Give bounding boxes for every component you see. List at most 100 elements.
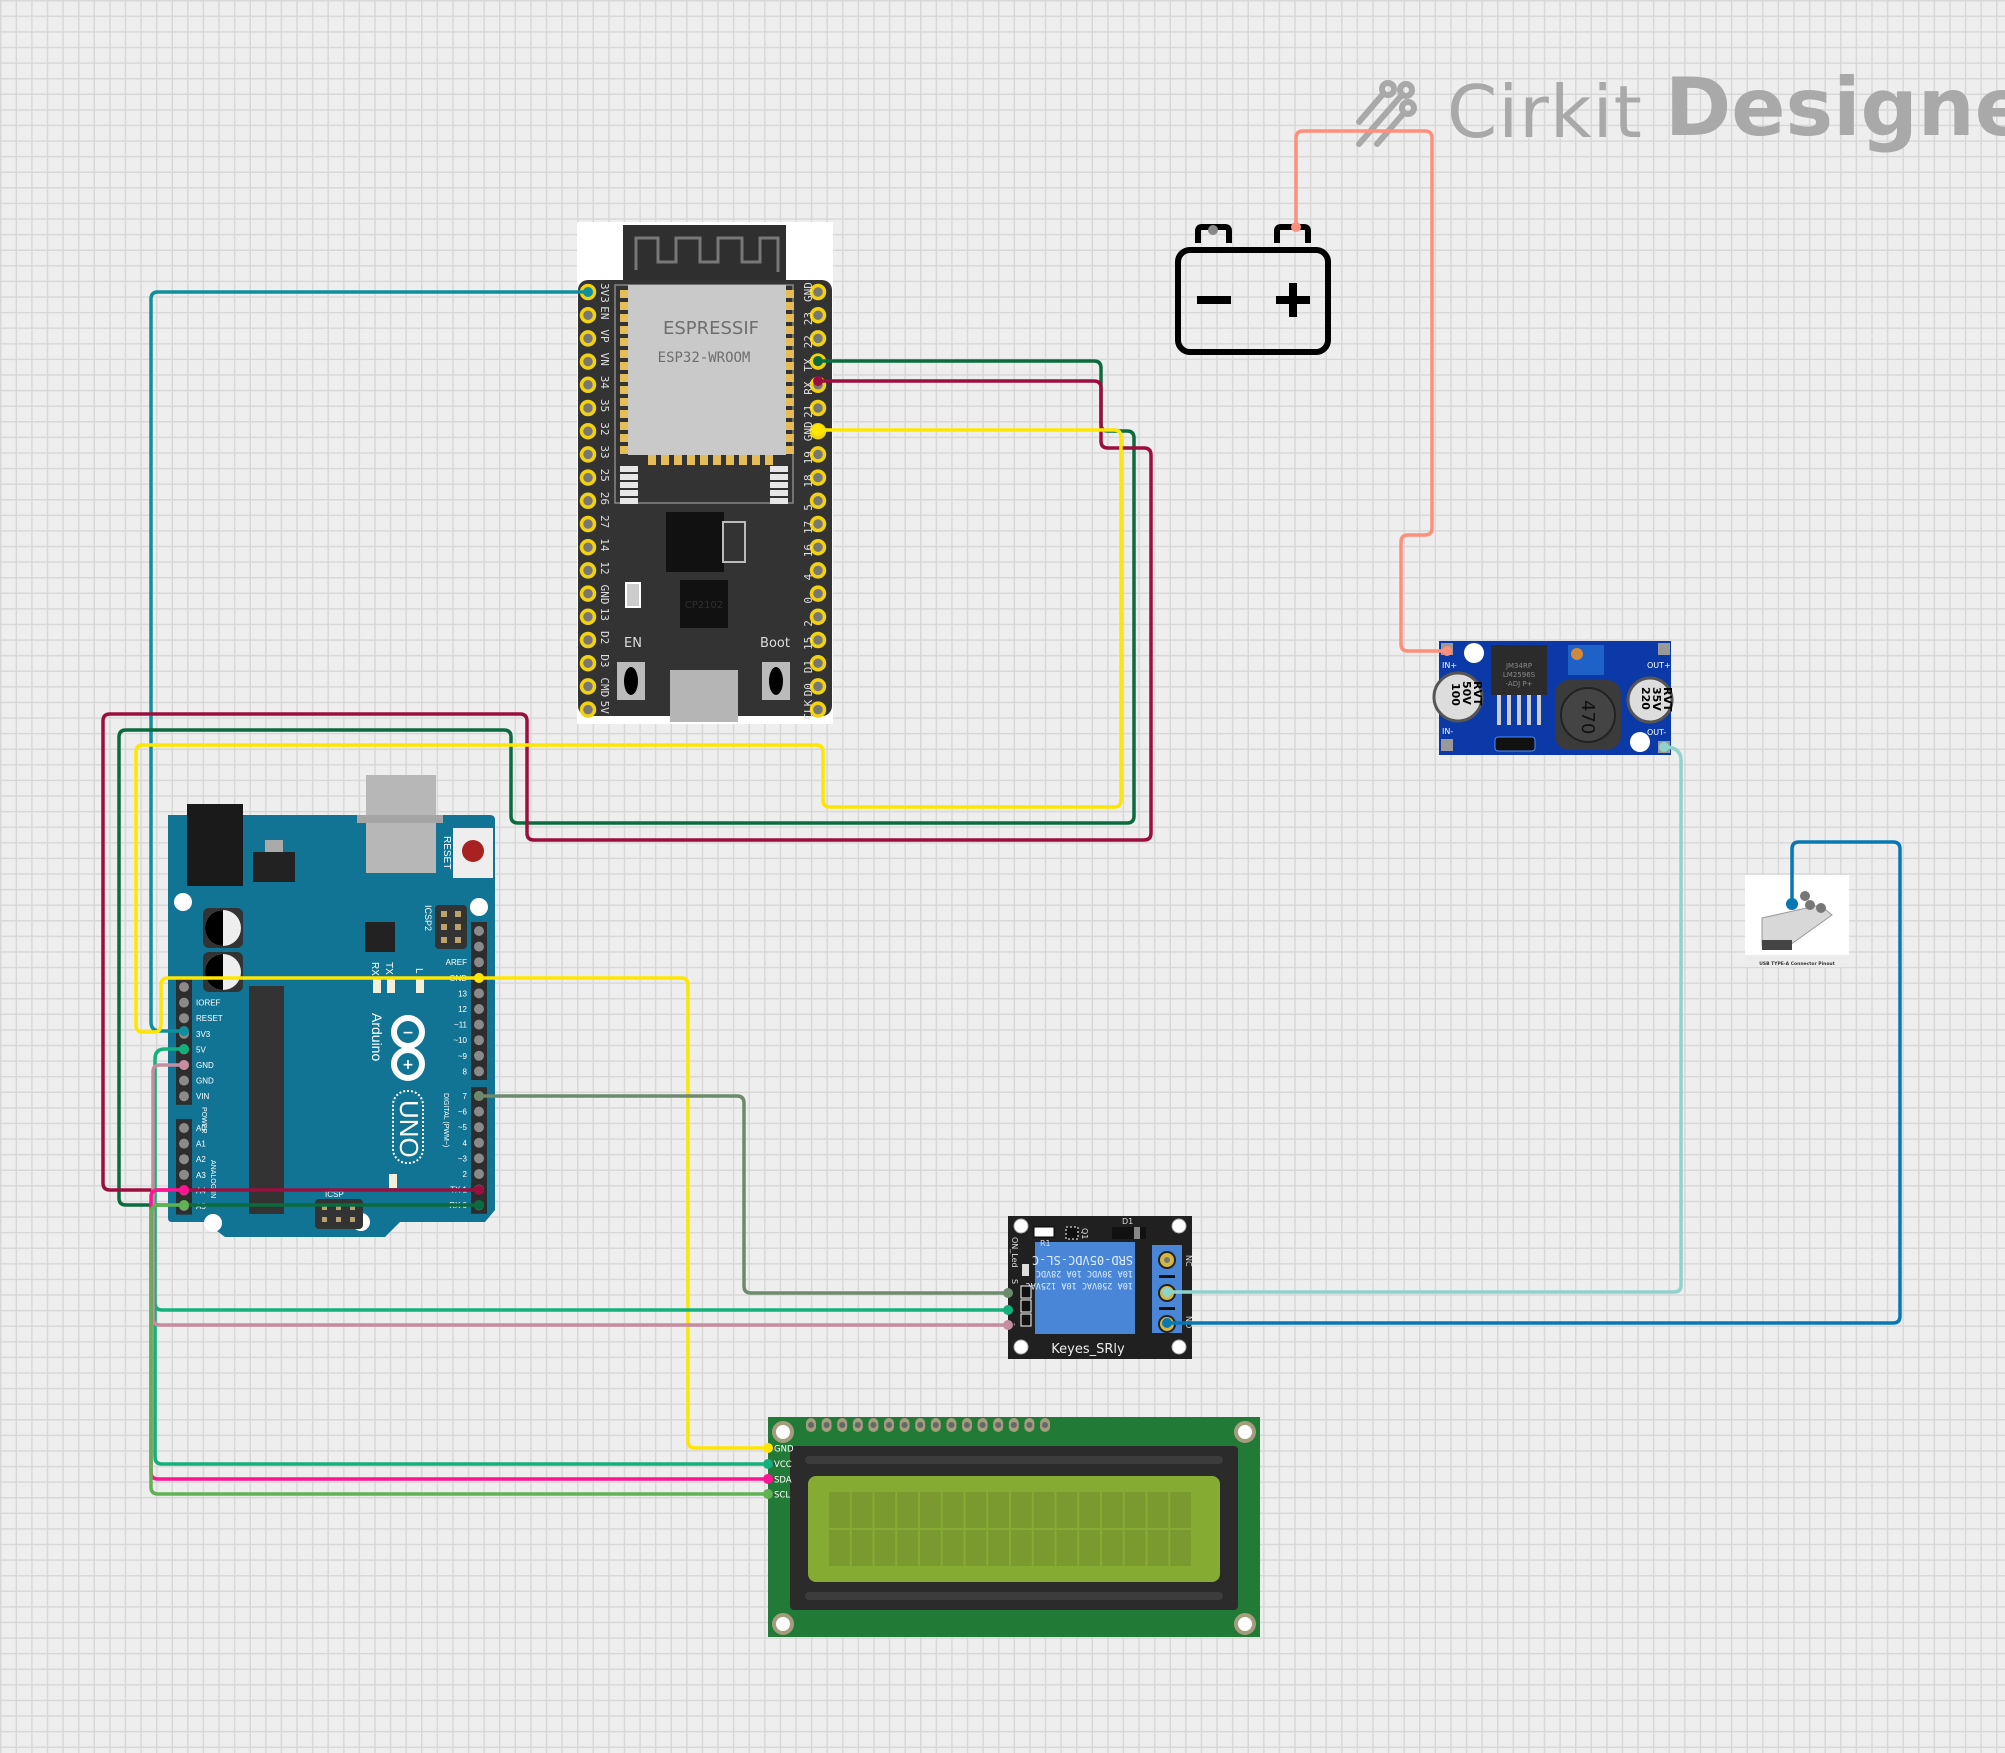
arduino-pin[interactable]	[474, 988, 484, 999]
endpoint-lcd-vcc[interactable]	[763, 1459, 773, 1469]
endpoint-esp-rx[interactable]	[813, 376, 823, 386]
endpoint-relay-no[interactable]	[1162, 1318, 1172, 1328]
arduino-pin[interactable]	[179, 982, 189, 992]
esp32-devkit[interactable]: ESPRESSIF ESP32-WROOM CP2102 EN Boot 3V3…	[577, 222, 833, 724]
endpoint-ard-gnd-digital[interactable]	[474, 973, 484, 983]
esp32-pin[interactable]	[579, 306, 597, 324]
arduino-pin[interactable]	[474, 1019, 484, 1030]
arduino-pin[interactable]	[474, 1169, 484, 1179]
wire-d7-sage[interactable]	[477, 1094, 1010, 1295]
arduino-pin[interactable]	[179, 1013, 189, 1024]
arduino-pin[interactable]	[474, 1050, 484, 1061]
esp32-pin[interactable]	[579, 608, 597, 626]
esp32-pin[interactable]	[809, 330, 827, 347]
wire-buck-out-aqua[interactable]	[1165, 745, 1683, 1294]
wire-5v-green[interactable]	[153, 1047, 1010, 1466]
esp32-pin[interactable]	[809, 399, 827, 417]
esp32-pin[interactable]	[809, 469, 827, 486]
arduino-uno[interactable]: RESET ICSP2 RX TX L Arduino − +	[168, 775, 495, 1237]
endpoint-ard-tx1[interactable]	[474, 1185, 484, 1195]
endpoint-ard-3v3[interactable]	[179, 1026, 189, 1036]
esp32-pin[interactable]	[809, 678, 827, 695]
esp32-pin[interactable]	[809, 306, 827, 324]
esp32-pin[interactable]	[579, 562, 597, 579]
endpoint-relay-plus[interactable]	[1003, 1305, 1013, 1315]
arduino-pin[interactable]	[179, 1154, 189, 1165]
arduino-pin[interactable]	[474, 1035, 484, 1046]
arduino-pin[interactable]	[179, 1123, 189, 1133]
esp32-pin[interactable]	[579, 330, 597, 347]
esp32-pin[interactable]	[809, 283, 827, 301]
usb-type-a-connector[interactable]: USB TYPE-A Connector Pinout	[1745, 875, 1849, 967]
esp32-pin[interactable]	[579, 701, 597, 718]
esp32-pin[interactable]	[579, 631, 597, 649]
keyes-relay-module[interactable]: SRD-05VDC-SL-C 10A 30VDC 10A 28VDC 10A 2…	[1008, 1216, 1193, 1359]
esp32-pin[interactable]	[579, 538, 597, 556]
esp32-pin[interactable]	[809, 608, 827, 626]
wire-rx-tx-maroon[interactable]	[101, 379, 1153, 1192]
arduino-pin[interactable]	[474, 1153, 484, 1164]
endpoint-buck-out-minus[interactable]	[1659, 742, 1669, 752]
esp32-pin[interactable]	[809, 701, 827, 718]
esp32-pin[interactable]	[579, 446, 597, 463]
wire-usb-blue[interactable]	[1165, 840, 1902, 1325]
lm2596-buck-converter[interactable]: IN+ IN- OUT+ OUT- 100 50V RVT JM34RP LM2…	[1432, 641, 1674, 755]
esp32-pin[interactable]	[809, 515, 827, 533]
esp32-pin[interactable]	[809, 446, 827, 463]
wire-battery-salmon[interactable]	[1294, 129, 1449, 653]
endpoint-relay-s[interactable]	[1003, 1288, 1013, 1298]
reset-button[interactable]	[462, 840, 484, 862]
endpoint-relay-c[interactable]	[1162, 1287, 1172, 1297]
endpoint-ard-d7[interactable]	[474, 1091, 484, 1101]
esp32-pin[interactable]	[809, 492, 827, 510]
usb-pin-dminus[interactable]	[1800, 891, 1810, 901]
esp32-pin[interactable]	[809, 654, 827, 672]
endpoint-ard-a4[interactable]	[179, 1185, 189, 1195]
arduino-pin[interactable]	[474, 926, 484, 936]
arduino-pin[interactable]	[474, 1106, 484, 1117]
esp32-pin[interactable]	[579, 422, 597, 440]
arduino-pin[interactable]	[179, 1169, 189, 1180]
endpoint-esp-gnd[interactable]	[812, 424, 824, 436]
arduino-pin[interactable]	[179, 1138, 189, 1149]
wire-gnd-pink[interactable]	[151, 1063, 1010, 1327]
usb-pin-dplus[interactable]	[1805, 900, 1815, 910]
usb-pin-gnd[interactable]	[1816, 903, 1826, 913]
endpoint-ard-gnd[interactable]	[179, 1060, 189, 1070]
wire-gnd-yellow-esp[interactable]	[134, 428, 1123, 1450]
endpoint-relay-minus[interactable]	[1003, 1320, 1013, 1330]
arduino-pin[interactable]	[474, 1137, 484, 1148]
esp32-pin[interactable]	[579, 492, 597, 510]
esp32-pin[interactable]	[579, 678, 597, 695]
battery-negative-pin[interactable]	[1208, 225, 1218, 235]
endpoint-battery-plus[interactable]	[1291, 222, 1301, 232]
endpoint-usb-vbus[interactable]	[1786, 898, 1798, 910]
esp32-pin[interactable]	[579, 399, 597, 417]
potentiometer-screw[interactable]	[1571, 648, 1583, 660]
endpoint-lcd-scl[interactable]	[763, 1489, 773, 1499]
endpoint-esp-3v3[interactable]	[583, 287, 593, 297]
endpoint-buck-in-plus[interactable]	[1442, 646, 1452, 656]
arduino-pin[interactable]	[474, 957, 484, 968]
esp32-pin[interactable]	[579, 353, 597, 370]
arduino-pin[interactable]	[179, 1091, 189, 1102]
esp32-pin[interactable]	[579, 654, 597, 672]
wire-scl-lightgreen[interactable]	[149, 1203, 770, 1496]
esp32-pin[interactable]	[809, 562, 827, 579]
esp32-pin[interactable]	[579, 515, 597, 533]
endpoint-ard-5v[interactable]	[179, 1044, 189, 1054]
esp32-pin[interactable]	[809, 631, 827, 649]
esp32-pin[interactable]	[579, 585, 597, 602]
endpoint-lcd-sda[interactable]	[763, 1474, 773, 1484]
esp32-pin[interactable]	[579, 469, 597, 486]
endpoint-lcd-gnd[interactable]	[763, 1443, 773, 1453]
endpoint-esp-tx[interactable]	[813, 356, 823, 366]
arduino-pin[interactable]	[474, 1122, 484, 1133]
esp32-pin[interactable]	[809, 585, 827, 602]
arduino-pin[interactable]	[474, 941, 484, 952]
endpoint-ard-rx0[interactable]	[474, 1200, 484, 1210]
battery[interactable]	[1175, 224, 1331, 355]
esp32-pin[interactable]	[809, 538, 827, 556]
arduino-pin[interactable]	[474, 1066, 484, 1077]
